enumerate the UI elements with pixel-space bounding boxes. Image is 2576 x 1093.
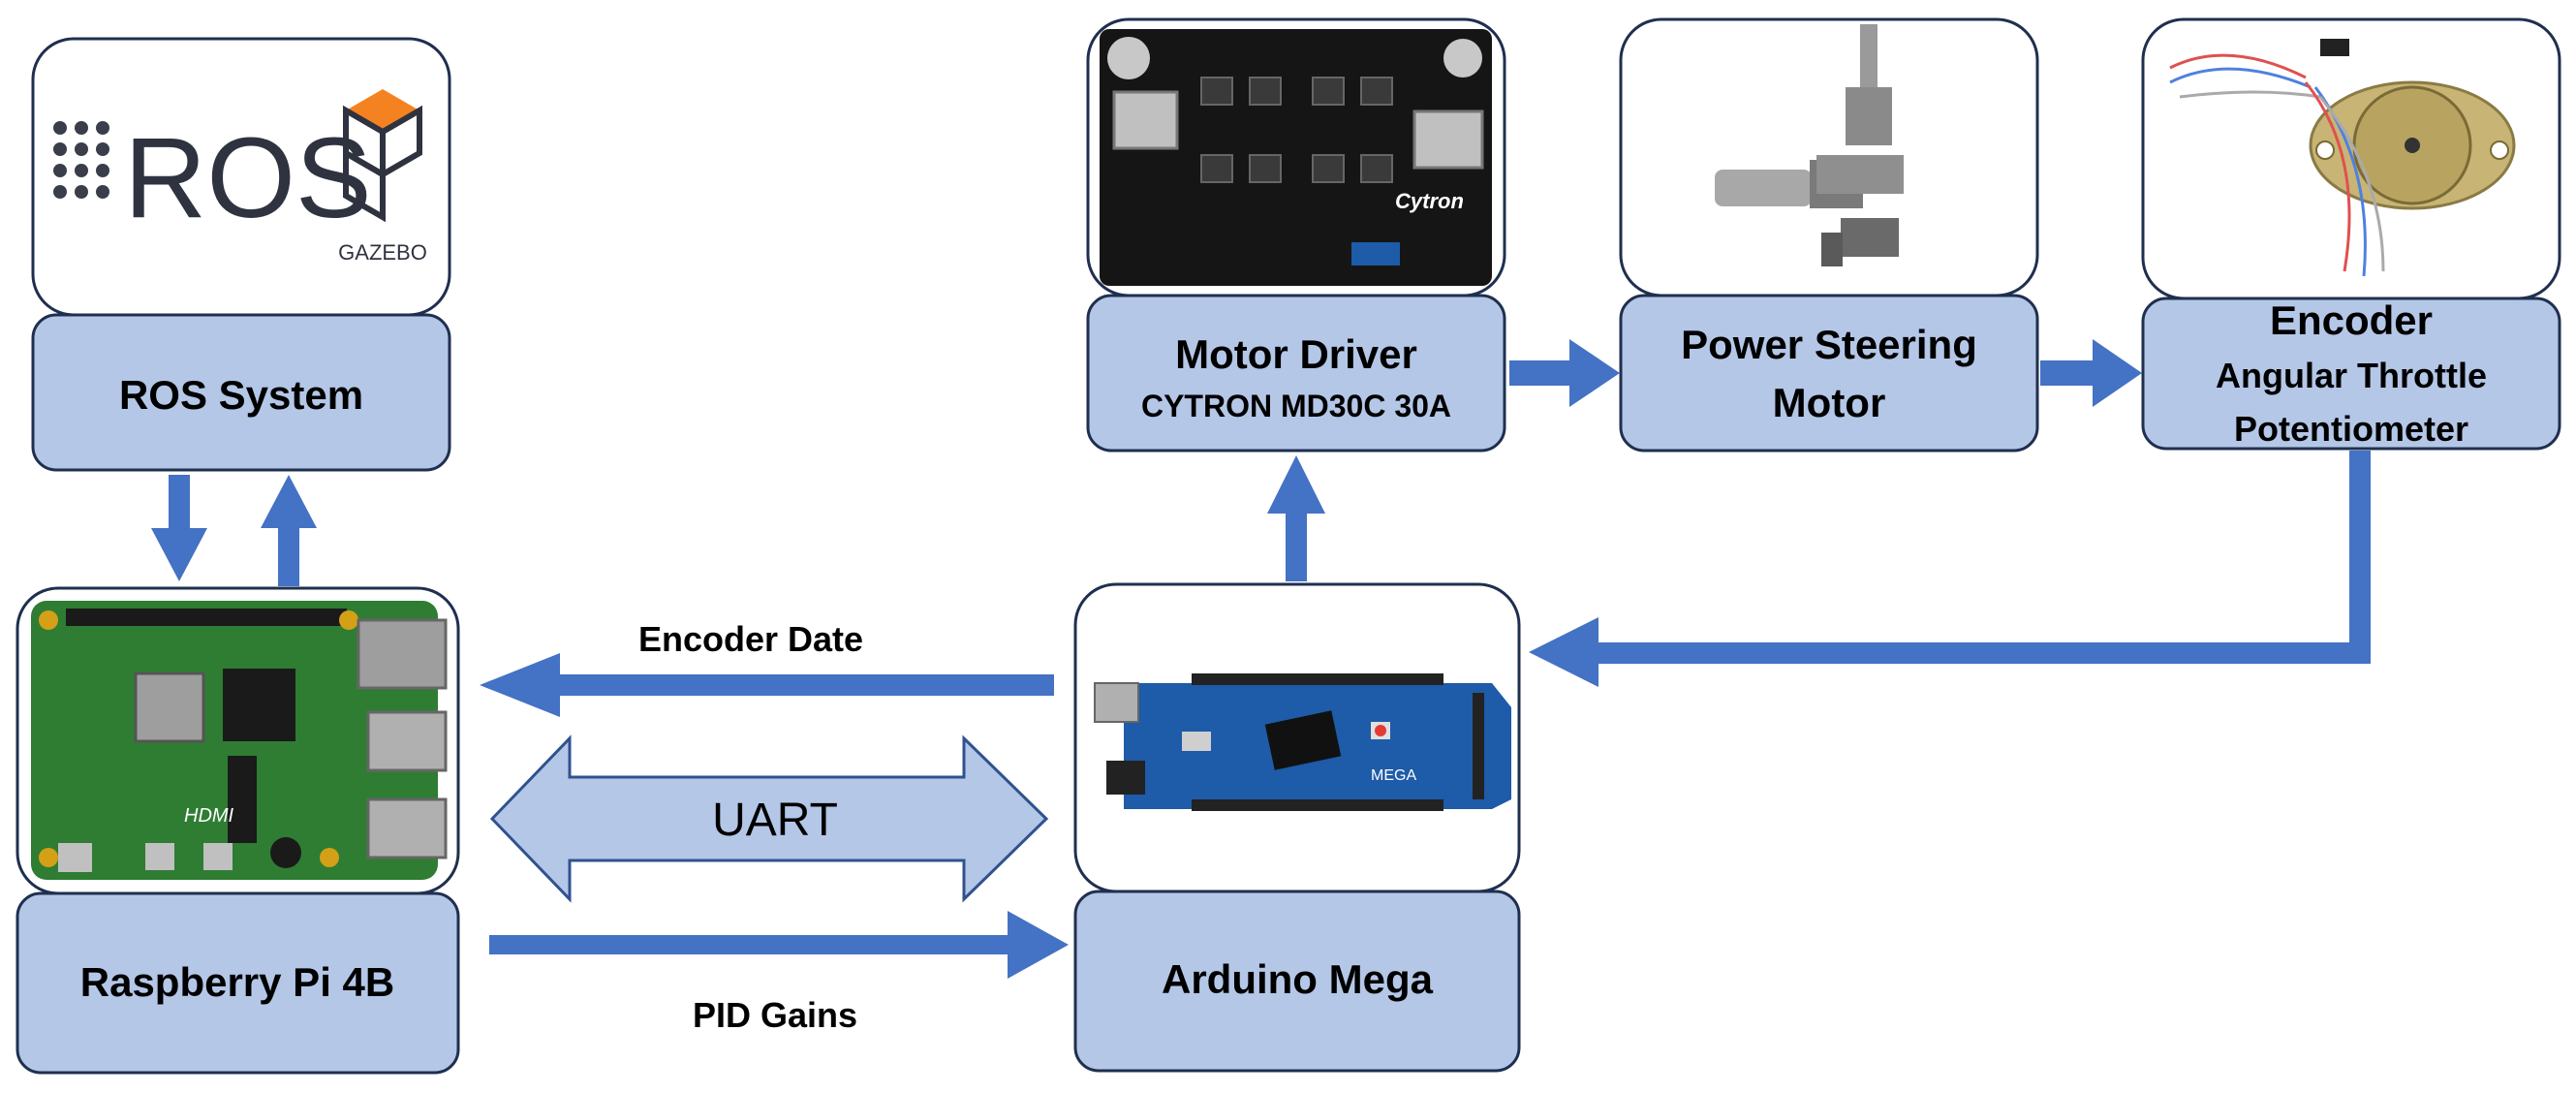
gazebo-logo-icon: GAZEBO: [338, 89, 427, 265]
motor-driver-to-steering-arrow: [1509, 339, 1620, 407]
pi-to-ros-arrow: [261, 475, 317, 586]
uart-label: UART: [712, 795, 838, 846]
arduino-board-text: MEGA: [1371, 767, 1416, 784]
encoder-sublabel-line1: Angular Throttle: [2216, 356, 2487, 395]
encoder-box: [2141, 297, 2561, 451]
arduino-to-motor-driver-arrow: [1267, 455, 1325, 581]
steering-motor-icon: [1715, 24, 1904, 266]
motor-driver-board-icon: Cytron: [1100, 29, 1492, 286]
power-steering-label-line1: Power Steering: [1681, 322, 1977, 367]
connection-arrows: [151, 339, 2371, 979]
arduino-node: MEGA Arduino Mega: [1073, 582, 1521, 1073]
arduino-board-icon: MEGA: [1094, 673, 1511, 811]
motor-driver-node: Cytron Motor Driver CYTRON MD30C 30A: [1086, 17, 1506, 453]
motor-driver-board-text: Cytron: [1395, 189, 1464, 213]
encoder-data-label: Encoder Date: [638, 619, 863, 659]
motor-driver-sublabel: CYTRON MD30C 30A: [1141, 389, 1451, 423]
encoder-to-arduino-arrow: [1529, 451, 2371, 687]
power-steering-label-line2: Motor: [1773, 380, 1886, 425]
ros-logo-icon: ROS: [53, 114, 372, 242]
motor-driver-label: Motor Driver: [1175, 331, 1417, 377]
ros-logo-text: ROS: [124, 114, 372, 242]
power-steering-box: [1619, 294, 2039, 453]
encoder-data-arrow: [480, 653, 1054, 717]
pid-gains-arrow: [489, 911, 1069, 979]
ros-system-node: ROS GAZEBO ROS System: [31, 37, 451, 472]
gazebo-logo-text: GAZEBO: [338, 240, 427, 265]
ros-system-box: [31, 313, 451, 472]
steering-to-encoder-arrow: [2040, 339, 2142, 407]
encoder-node: Encoder Angular Throttle Potentiometer: [2141, 17, 2561, 451]
motor-driver-box: [1086, 294, 1506, 453]
encoder-label: Encoder: [2270, 297, 2433, 343]
raspberry-pi-node: HDMI Raspberry Pi 4B: [16, 586, 460, 1075]
pid-gains-label: PID Gains: [693, 995, 857, 1035]
power-steering-node: Power Steering Motor: [1619, 17, 2039, 453]
raspberry-pi-label: Raspberry Pi 4B: [80, 959, 394, 1005]
uart-double-arrow: [489, 734, 1049, 903]
encoder-sublabel-line2: Potentiometer: [2234, 409, 2468, 449]
raspberry-pi-box: [16, 891, 460, 1075]
ros-system-label: ROS System: [119, 372, 363, 418]
arduino-label: Arduino Mega: [1162, 956, 1434, 1002]
ros-to-pi-arrow: [151, 475, 207, 581]
potentiometer-icon: [2169, 39, 2516, 277]
arduino-box: [1073, 890, 1521, 1073]
raspberry-pi-board-icon: HDMI: [31, 601, 448, 880]
raspberry-pi-board-text: HDMI: [184, 805, 234, 827]
